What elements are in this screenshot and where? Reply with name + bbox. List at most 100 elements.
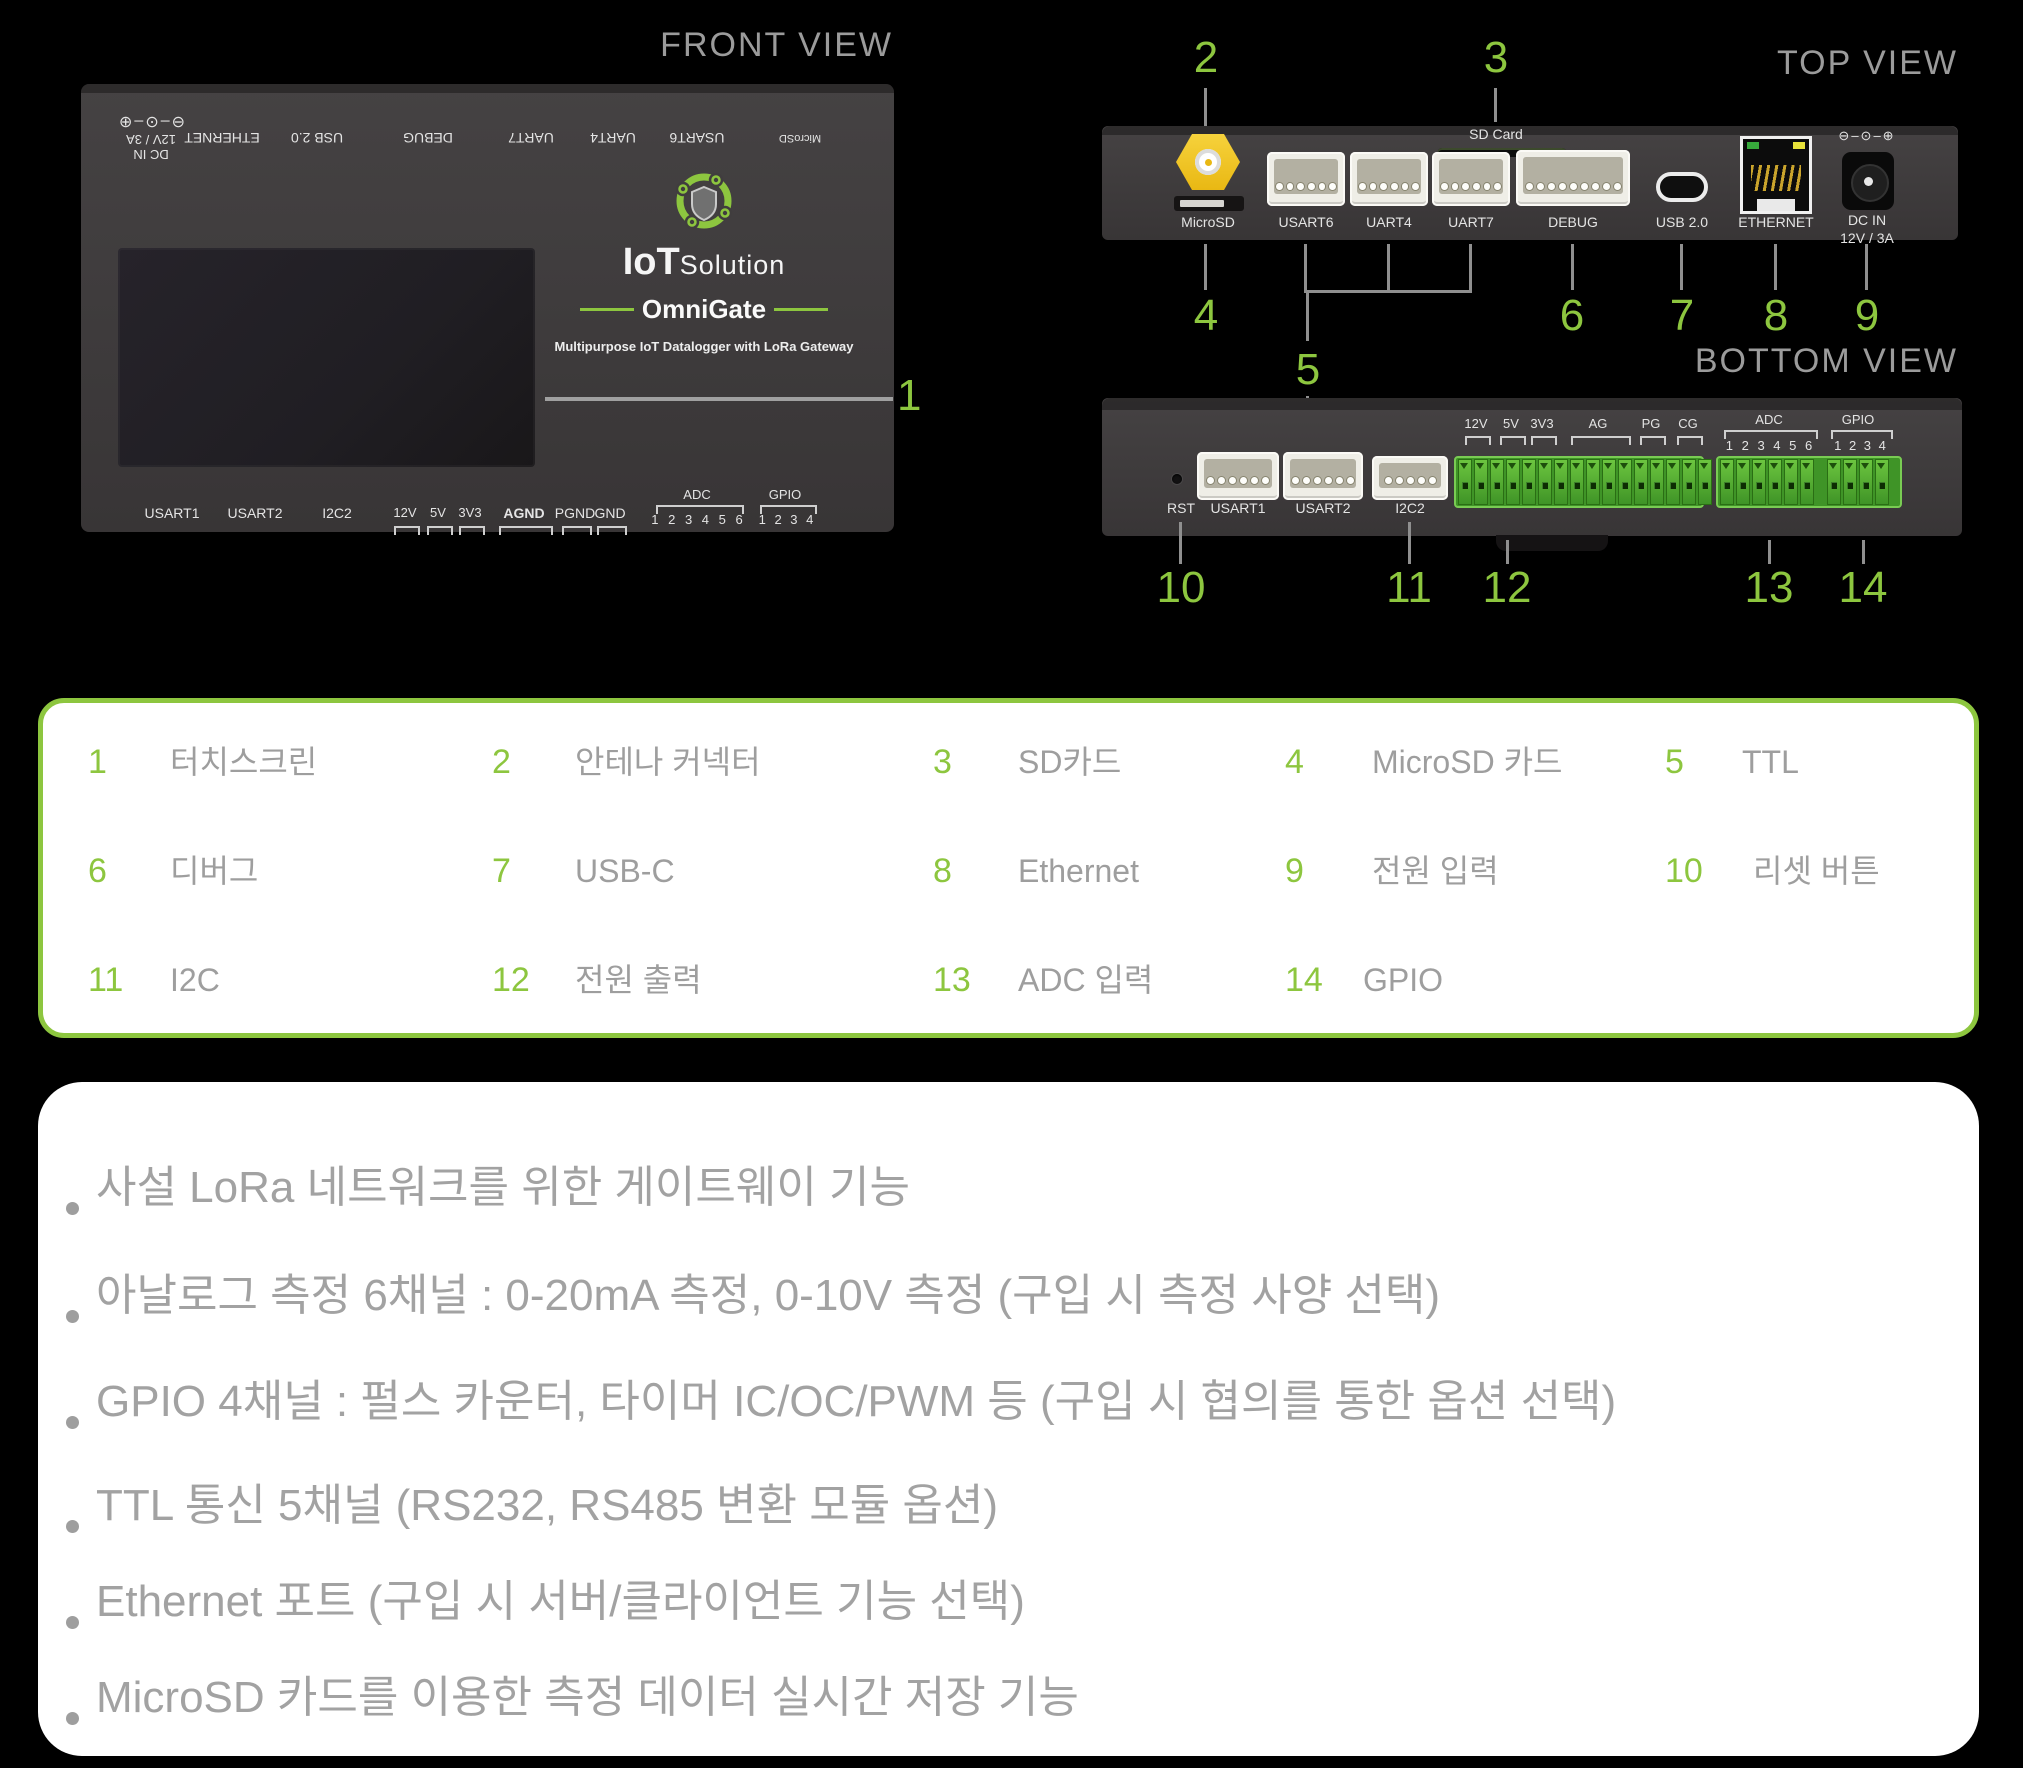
bracket-adc [656,505,744,514]
feature-item: 아날로그 측정 6채널 : 0-20mA 측정, 0-10V 측정 (구입 시 … [96,1271,1441,1320]
bullet-icon [66,1616,79,1629]
legend-label: 안테나 커넥터 [575,744,761,780]
legend-num: 8 [933,852,952,890]
port-label-usart6-front: USART6 [669,130,725,146]
right-rule [774,308,829,311]
feature-item: TTL 통신 5채널 (RS232, RS485 변환 모듈 옵션) [96,1481,999,1530]
callout-line-5c [1469,244,1472,290]
label-ag: AG [1588,416,1608,431]
feature-item: MicroSD 카드를 이용한 측정 데이터 실시간 저장 기능 [96,1673,1079,1722]
silk-pgnd: PGND [554,505,596,521]
port-label-usb-front: USB 2.0 [290,130,344,146]
port-label-ethernet-front: ETHERNET [184,130,260,146]
legend-num: 7 [492,852,511,890]
bracket-gnd [597,526,627,535]
uart7-connector[interactable] [1432,152,1510,206]
uart4-connector[interactable] [1350,152,1428,206]
legend-label: ADC 입력 [1018,962,1154,998]
dc-polarity-icon-top: ⊖–⊙–⊕ [1838,128,1896,143]
label-rst: RST [1167,500,1195,516]
silk-3v3: 3V3 [458,505,482,520]
label-12v: 12V [1464,416,1488,431]
label-microsd: MicroSD [1181,214,1235,230]
usb-c-port[interactable] [1656,172,1708,202]
callout-line-5a [1304,244,1307,290]
touchscreen[interactable] [118,248,535,467]
label-usart1: USART1 [1210,500,1266,516]
front-view-title: FRONT VIEW [660,26,893,64]
legend-num: 5 [1665,743,1684,781]
legend-label: 디버그 [170,853,259,889]
legend-label: 터치스크린 [170,744,318,780]
label-gpio: GPIO [1841,412,1875,427]
usart2-connector[interactable] [1283,452,1363,500]
usart6-connector[interactable] [1267,152,1345,206]
dc-in-jack[interactable] [1842,152,1894,210]
port-label-microsd-front: MicroSD [778,132,822,144]
brand-name-bold: IoT [622,241,680,283]
callout-num-9: 9 [1854,291,1880,340]
ethernet-port[interactable] [1740,136,1812,214]
legend-num: 2 [492,743,511,781]
label-adc: ADC [1755,412,1783,427]
reset-button[interactable] [1172,474,1182,484]
silk-adc-pins: 1 2 3 4 5 6 [651,512,743,527]
bracket-cg [1677,436,1703,445]
legend-label: USB-C [575,853,675,889]
bracket-gpio [760,505,817,514]
ethernet-tab [1757,199,1795,211]
legend-num: 1 [88,743,107,781]
usart6-pins [1274,159,1338,194]
adc-pin-numbers: 1 2 3 4 5 6 [1725,438,1813,453]
microsd-card-edge [1180,200,1224,207]
antenna-pin [1205,159,1212,166]
callout-num-10: 10 [1156,563,1206,612]
callout-line-3 [1494,88,1497,122]
callout-line-7 [1680,244,1683,290]
callout-num-8: 8 [1763,291,1789,340]
callout-num-11: 11 [1386,563,1432,612]
legend-num: 13 [933,961,971,999]
callout-bracket-5-top [1304,290,1472,293]
usart1-connector[interactable] [1197,452,1279,500]
debug-connector[interactable] [1516,150,1630,206]
legend-num: 11 [88,961,124,999]
label-5v: 5V [1503,416,1519,431]
silk-5v: 5V [430,505,446,520]
feature-item: GPIO 4채널 : 펄스 카운터, 타이머 IC/OC/PWM 등 (구입 시… [96,1377,1617,1426]
callout-line-13 [1768,540,1771,564]
dc-in-pinhole [1864,177,1873,186]
adc-gpio-terminal-block[interactable] [1716,456,1902,508]
label-cg: CG [1678,416,1698,431]
callout-num-3: 3 [1483,33,1509,82]
bracket-3v3 [459,526,485,535]
callout-line-6 [1571,244,1574,290]
power-terminal-block[interactable] [1454,456,1712,508]
legend-num: 14 [1285,961,1323,999]
brand-name-light: Solution [679,250,786,280]
microsd-slot[interactable] [1174,196,1244,211]
legend-label: 전원 입력 [1372,853,1499,889]
i2c2-connector[interactable] [1372,456,1448,500]
feature-item: 사설 LoRa 네트워크를 위한 게이트웨이 기능 [96,1163,910,1212]
callout-line-2 [1204,88,1207,130]
label-sdcard: SD Card [1469,126,1523,142]
bottom-notch [1496,535,1608,551]
callout-line-12 [1506,540,1509,564]
silk-i2c2: I2C2 [322,505,352,521]
product-name: OmniGate [641,294,767,324]
bullet-icon [66,1416,79,1429]
callout-num-1: 1 [897,371,922,420]
ethernet-led-green [1747,142,1759,149]
bracket-pgnd [562,526,592,535]
silk-12v: 12V [393,505,417,520]
top-device-edge [1102,126,1958,135]
callout-line-1 [545,397,893,401]
label-debug: DEBUG [1548,214,1598,230]
silk-gnd: GND [594,505,626,521]
callout-stem-5 [1306,293,1309,341]
label-ethernet: ETHERNET [1738,214,1814,230]
port-label-debug-front: DEBUG [403,130,453,146]
label-uart4: UART4 [1366,214,1412,230]
